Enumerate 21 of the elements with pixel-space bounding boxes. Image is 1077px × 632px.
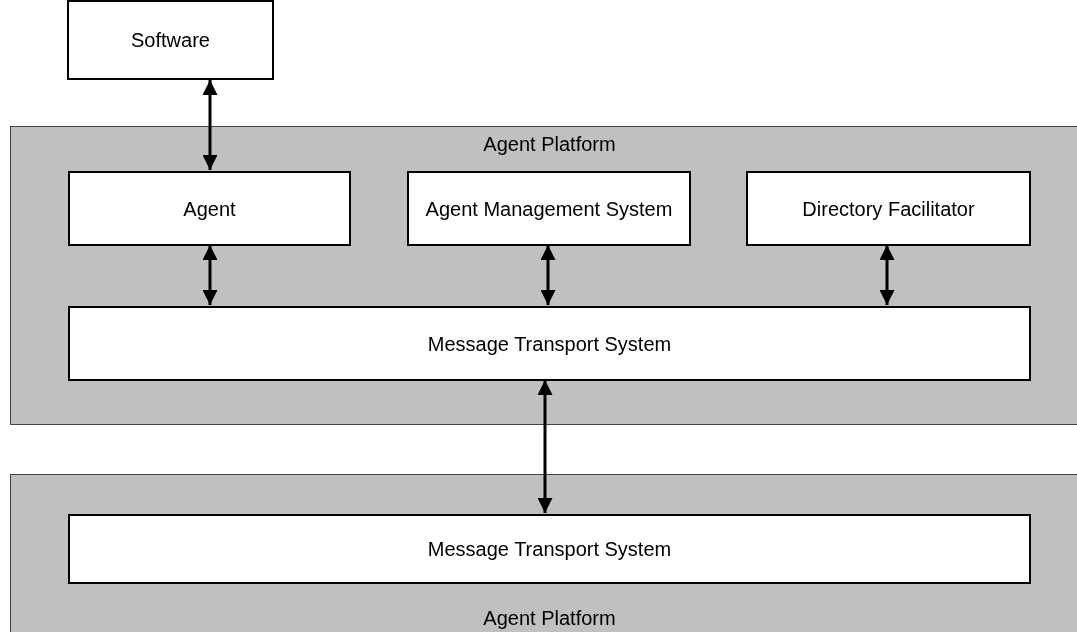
double-arrow xyxy=(879,245,895,305)
transport-box xyxy=(68,514,1031,584)
double-arrow xyxy=(540,245,556,305)
panel-title: Agent Platform xyxy=(482,606,617,631)
double-arrow xyxy=(537,380,553,513)
node-label: Message Transport System xyxy=(426,538,673,560)
double-arrow xyxy=(202,80,218,170)
node-label: Directory Facilitator xyxy=(801,197,976,220)
component-box xyxy=(68,171,351,246)
node-label: Software xyxy=(130,29,211,51)
node-label: Agent xyxy=(182,197,237,220)
component-box xyxy=(407,171,691,246)
component-box xyxy=(67,0,274,80)
component-box xyxy=(746,171,1031,246)
double-arrow xyxy=(202,245,218,305)
transport-box xyxy=(68,306,1031,381)
node-label: Message Transport System xyxy=(426,332,673,355)
node-label: Agent Management System xyxy=(424,197,674,220)
panel-title: Agent Platform xyxy=(482,132,617,157)
platform-panel xyxy=(10,474,1077,632)
platform-panel xyxy=(10,126,1077,425)
